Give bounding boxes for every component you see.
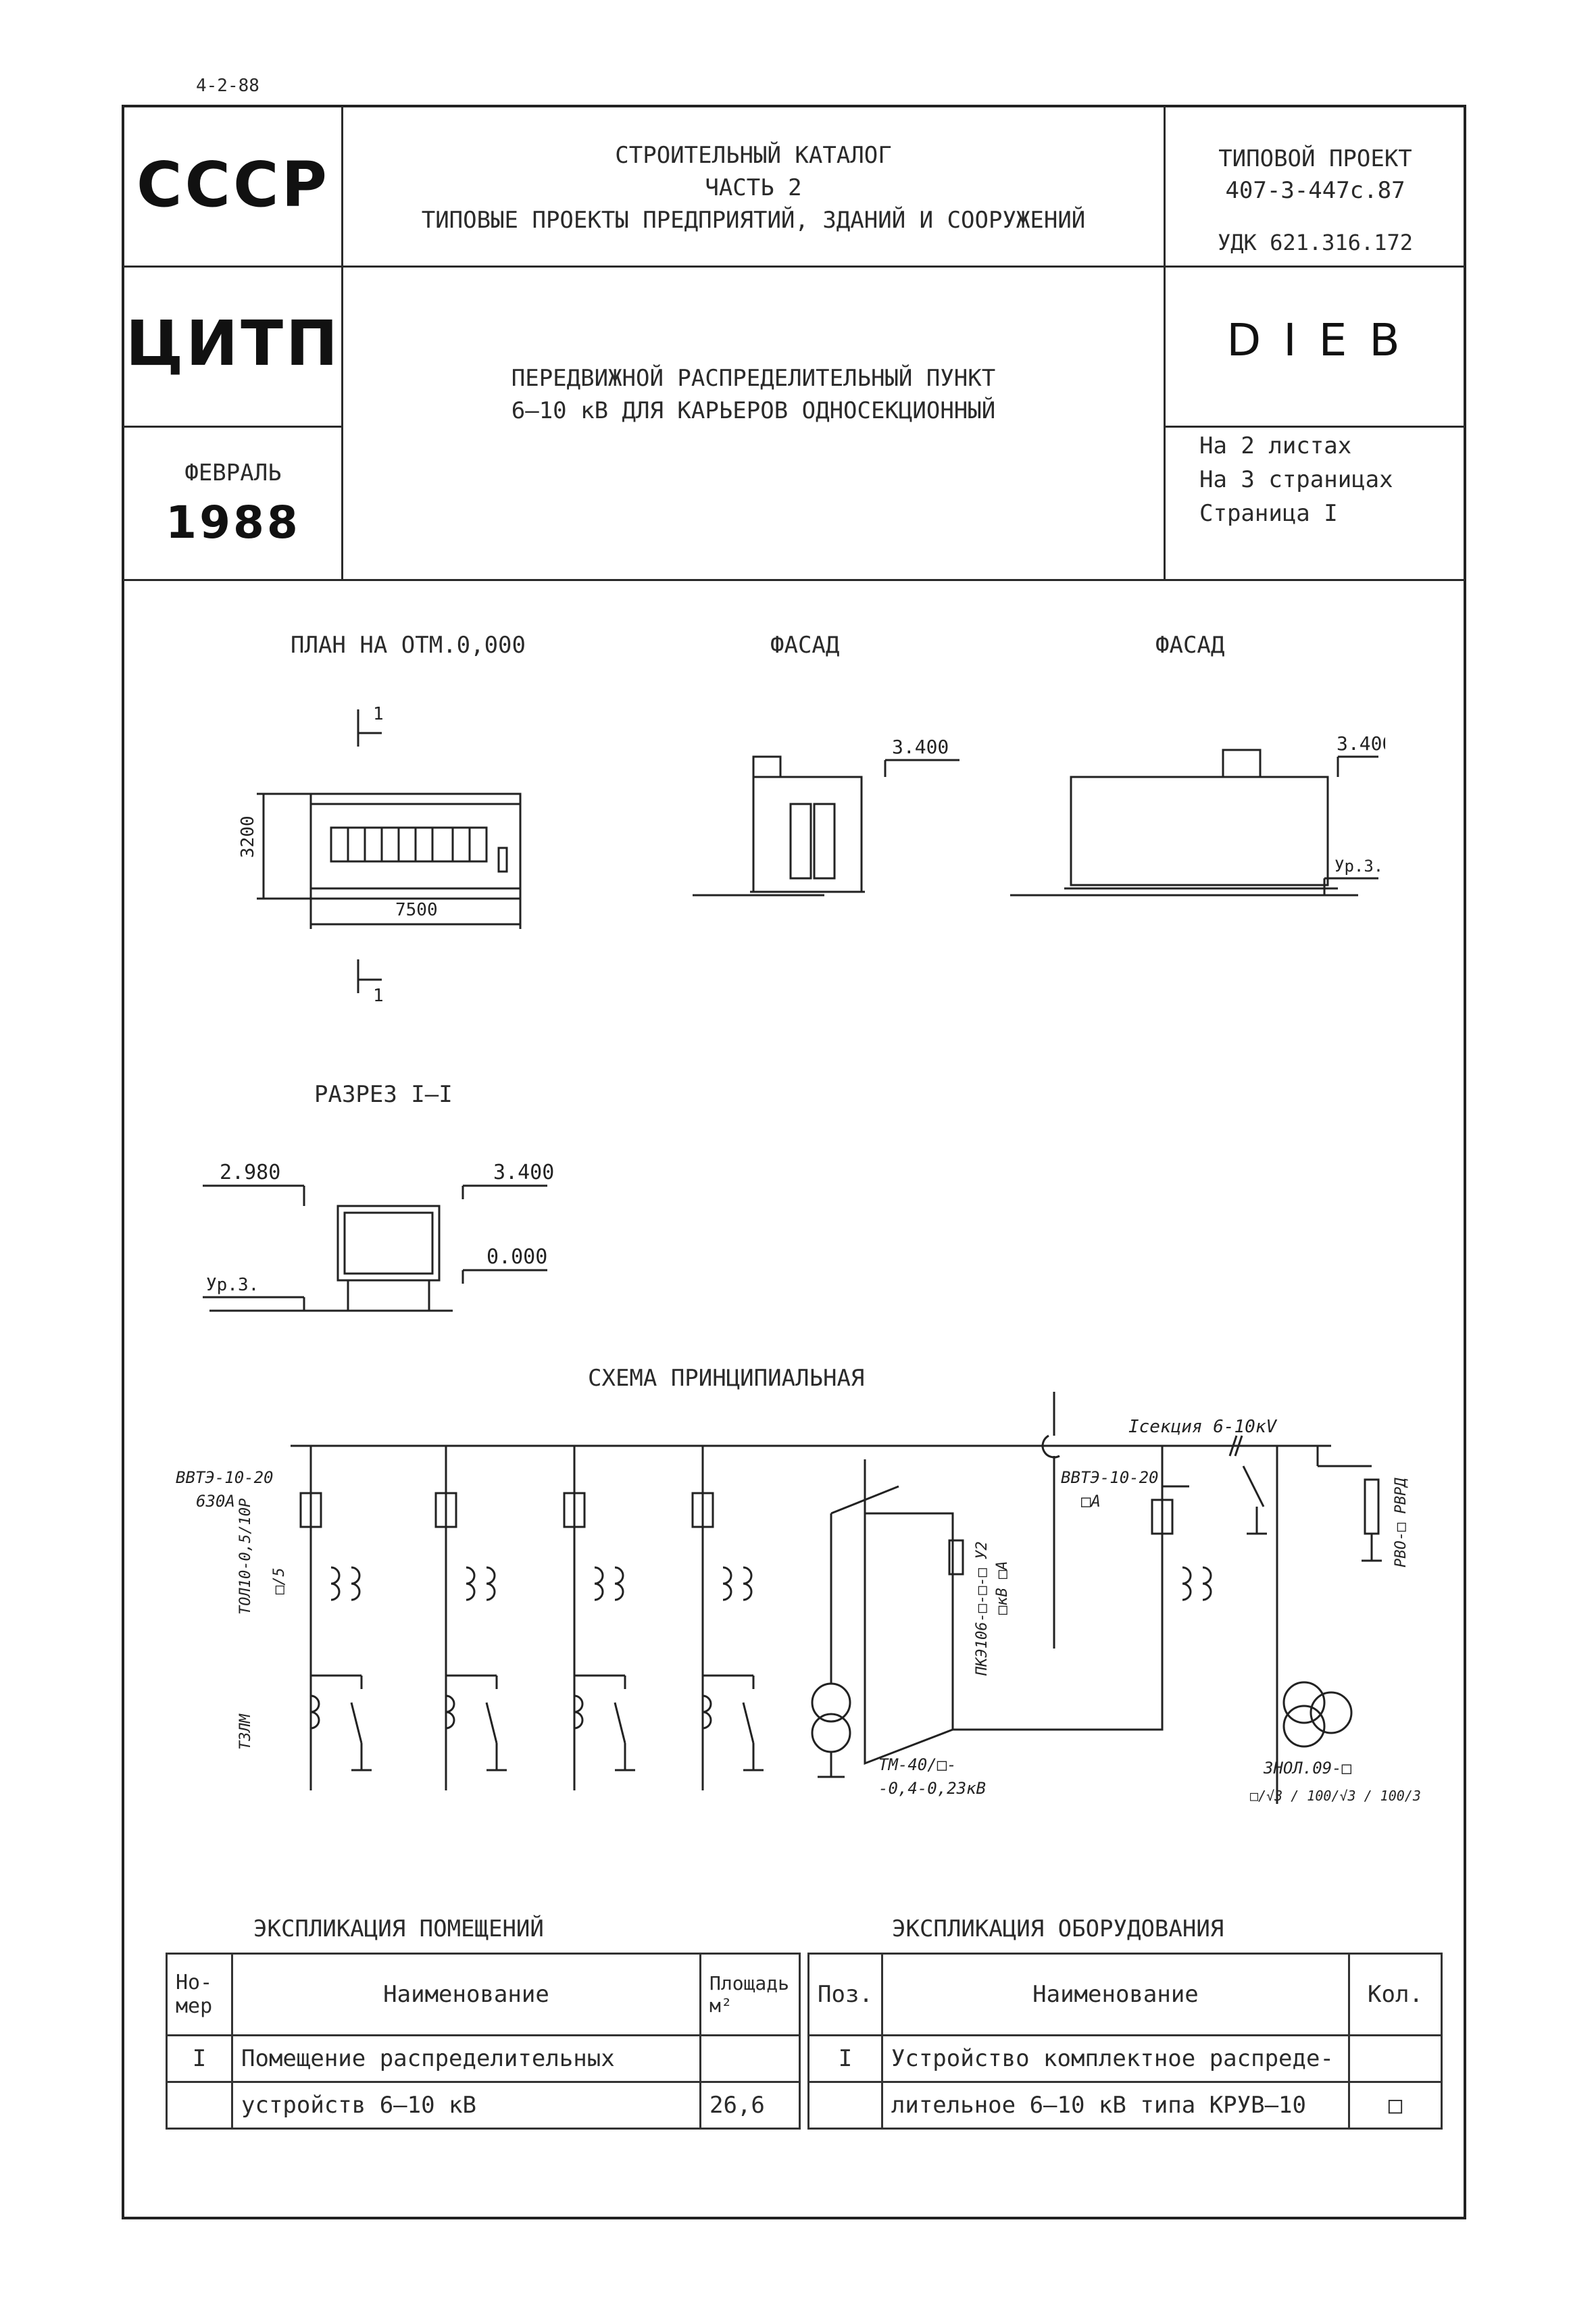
page-number: Страница I	[1199, 500, 1338, 527]
table-cell: Устройство комплектное распреде-	[880, 2034, 1351, 2083]
feeder-3	[563, 1446, 635, 1790]
catalog-code: D I E B	[1226, 314, 1404, 366]
table-row: лительное 6–10 кВ типа КРУВ–10 □	[807, 2081, 1443, 2130]
facade1-drawing: 3.400	[693, 736, 959, 897]
project-label: ТИПОВОЙ ПРОЕКТ	[1218, 145, 1412, 172]
section-title: РАЗРЕЗ I–I	[314, 1081, 453, 1108]
table-row: I Помещение распределительных	[166, 2034, 801, 2083]
catalog-part: ЧАСТЬ 2	[705, 174, 802, 201]
table-cell: □	[1348, 2081, 1443, 2130]
table-cell: I	[166, 2034, 233, 2083]
catalog-subtitle: ТИПОВЫЕ ПРОЕКТЫ ПРЕДПРИЯТИЙ, ЗДАНИЙ И СО…	[421, 207, 1086, 234]
transformer-voltage: -0,4-0,23кВ	[878, 1779, 986, 1798]
incoming-section	[1151, 1446, 1382, 1804]
stamp-divider-h2	[123, 426, 341, 428]
rooms-table-title: ЭКСПЛИКАЦИЯ ПОМЕЩЕНИЙ	[253, 1915, 544, 1942]
section-mark-top: 1	[373, 704, 384, 724]
org-citp: ЦИТП	[125, 307, 341, 380]
issue-year: 1988	[166, 497, 301, 549]
drawing-frame	[122, 105, 1466, 2219]
feeder-1	[299, 1446, 372, 1790]
table-cell: 26,6	[699, 2081, 801, 2130]
stamp-divider-v1	[341, 106, 343, 579]
ct-ratio: □/5	[271, 1567, 288, 1594]
stamp-divider-h1	[123, 266, 1465, 268]
table-cell	[1348, 2034, 1443, 2083]
fuse-label: ПКЭ106-□-□-□ У2	[974, 1541, 991, 1676]
feeder-4	[691, 1446, 764, 1790]
equipment-table: Поз. Наименование Кол. I Устройство комп…	[807, 1953, 1443, 2130]
arrester-label: РВО-□ РВРД	[1393, 1478, 1410, 1567]
section-mark-bottom: 1	[373, 986, 384, 1006]
table-cell	[807, 2081, 883, 2130]
section-level-top: 3.400	[493, 1161, 554, 1184]
issue-month: ФЕВРАЛЬ	[184, 459, 282, 486]
aux-transformer-feeder	[811, 1459, 1189, 1778]
udk-code: УДК 621.316.172	[1218, 230, 1413, 255]
plan-dim-height: 3200	[238, 815, 258, 858]
facade2-level: 3.400	[1337, 732, 1385, 755]
facade2-title: ФАСАД	[1155, 632, 1225, 659]
breaker2-label: ВВТЭ-10-20	[1061, 1468, 1159, 1487]
plan-drawing: 3200 7500 1 1	[238, 704, 522, 1006]
relay-label: ТЗЛМ	[237, 1713, 254, 1750]
header-cell: Наименование	[231, 1953, 701, 2036]
header-cell: Кол.	[1348, 1953, 1443, 2036]
table-cell: Помещение распределительных	[231, 2034, 701, 2083]
header-cell: Поз.	[807, 1953, 883, 2036]
transformer-label: ТМ-40/□-	[878, 1755, 957, 1774]
table-cell	[166, 2081, 233, 2130]
table-cell: лительное 6–10 кВ типа КРУВ–10	[880, 2081, 1351, 2130]
sheets-count: На 2 листах	[1199, 432, 1352, 459]
facade1-level: 3.400	[892, 736, 949, 758]
org-ussr: СССР	[136, 149, 330, 221]
schema-title: СХЕМА ПРИНЦИПИАЛЬНАЯ	[588, 1365, 865, 1392]
plan-dim-width: 7500	[395, 900, 438, 920]
table-row: I Устройство комплектное распреде-	[807, 2034, 1443, 2083]
feeder-2	[434, 1446, 507, 1790]
single-line-diagram: Iсекция 6-10кV ВВТЭ-10-20 630А ВВТЭ-10-2…	[176, 1392, 1421, 1804]
object-title-line2: 6–10 кВ ДЛЯ КАРЬЕРОВ ОДНОСЕКЦИОННЫЙ	[511, 397, 996, 424]
breaker-current: 630А	[196, 1492, 235, 1511]
ct-label: ТОЛ10-0,5/10Р	[237, 1499, 254, 1615]
pages-count: На 3 страницах	[1199, 466, 1393, 493]
header-cell: Но-мер	[166, 1953, 233, 2036]
table-row: устройств 6–10 кВ 26,6	[166, 2081, 801, 2130]
table-cell	[699, 2034, 801, 2083]
section-level-zero: 0.000	[487, 1245, 547, 1269]
bus-label: Iсекция 6-10кV	[1128, 1417, 1277, 1437]
table-header-row: Поз. Наименование Кол.	[807, 1953, 1443, 2036]
table-header-row: Но-мер Наименование Площадь м²	[166, 1953, 801, 2036]
facade1-title: ФАСАД	[770, 632, 840, 659]
object-title-line1: ПЕРЕДВИЖНОЙ РАСПРЕДЕЛИТЕЛЬНЫЙ ПУНКТ	[511, 365, 996, 392]
facade2-ground: Ур.З.	[1335, 857, 1383, 876]
project-number: 407-3-447с.87	[1225, 177, 1405, 204]
stamp-divider-h4	[123, 579, 1465, 581]
stamp-divider-h3	[1164, 426, 1465, 428]
rooms-table: Но-мер Наименование Площадь м² I Помещен…	[166, 1953, 801, 2130]
vt-label: ЗНОЛ.09-□	[1263, 1759, 1352, 1778]
vt-ratio: □/√3 / 100/√3 / 100/3	[1250, 1788, 1421, 1804]
breaker-label: ВВТЭ-10-20	[176, 1468, 274, 1487]
section-ground: Ур.З.	[206, 1275, 259, 1295]
header-cell: Наименование	[880, 1953, 1351, 2036]
doc-code: 4-2-88	[196, 76, 259, 96]
fuse-rating: □кВ □А	[994, 1561, 1011, 1615]
section-level-inner: 2.980	[220, 1161, 280, 1184]
facade2-drawing: 3.400 Ур.З.	[1010, 732, 1385, 897]
equipment-table-title: ЭКСПЛИКАЦИЯ ОБОРУДОВАНИЯ	[892, 1915, 1224, 1942]
plan-title: ПЛАН НА ОТМ.0,000	[291, 632, 526, 659]
stamp-divider-v2	[1164, 106, 1166, 579]
header-cell: Площадь м²	[699, 1953, 801, 2036]
table-cell: I	[807, 2034, 883, 2083]
breaker2-current: □А	[1081, 1492, 1101, 1511]
section-drawing: 2.980 Ур.З. 3.400 0.000	[203, 1161, 554, 1312]
table-cell: устройств 6–10 кВ	[231, 2081, 701, 2130]
catalog-title: СТРОИТЕЛЬНЫЙ КАТАЛОГ	[615, 142, 892, 169]
